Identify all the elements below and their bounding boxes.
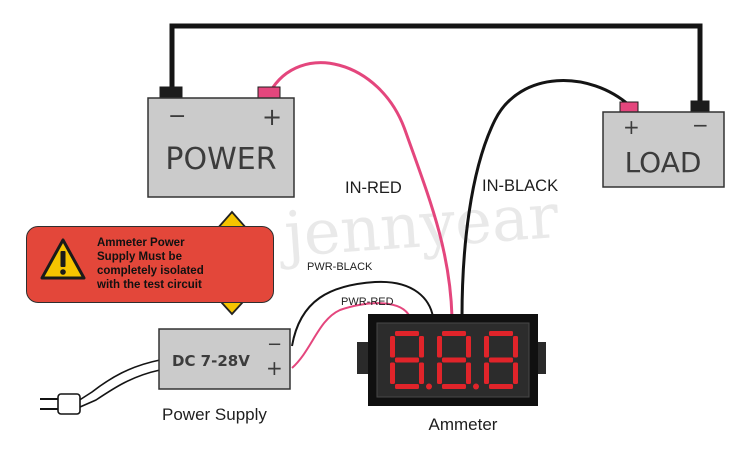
power-supply-minus-sign: − <box>267 334 282 355</box>
digit-3-segment <box>489 331 513 336</box>
digit-2-segment <box>442 357 466 363</box>
digit-2-segment <box>442 331 466 336</box>
in-black-label: IN-BLACK <box>482 177 558 195</box>
load-minus-sign: − <box>692 113 709 137</box>
pwr-red-wire <box>291 302 411 369</box>
power-minus-sign: − <box>168 104 186 129</box>
in-red-wire <box>268 61 454 318</box>
power-source: − + POWER <box>147 86 295 198</box>
digit-3-segment <box>489 384 513 389</box>
digit-1-segment <box>419 336 424 358</box>
ammeter: Ammeter <box>357 314 546 434</box>
plug-icon <box>40 393 81 415</box>
power-supply: DC 7-28V − + Power Supply <box>158 328 291 424</box>
top-black-wire <box>169 23 703 103</box>
load-plus-sign: + <box>623 115 640 139</box>
load-positive-terminal <box>619 101 639 113</box>
power-title: POWER <box>165 142 276 177</box>
digit-1-segment <box>419 362 424 384</box>
plug-cord-outer <box>77 359 161 402</box>
plug-cord-inner <box>79 369 161 408</box>
pwr-black-wire <box>291 280 434 347</box>
in-black-wire <box>460 79 632 318</box>
digit-1-segment <box>395 384 419 389</box>
power-plus-sign: + <box>262 103 282 131</box>
decimal-point <box>426 383 432 390</box>
power-box <box>147 97 295 198</box>
warning-triangle-icon <box>40 238 86 280</box>
pwr-red-label: PWR-RED <box>341 296 394 308</box>
ammeter-left-clip <box>357 342 369 374</box>
warning-line: Supply Must be <box>97 251 182 263</box>
decimal-point <box>473 383 479 390</box>
load-box <box>602 111 725 188</box>
isolation-warning: Ammeter Power Supply Must be completely … <box>26 226 274 303</box>
digit-2-segment <box>466 336 471 358</box>
warning-line: with the test circuit <box>97 279 202 291</box>
power-supply-box <box>158 328 291 390</box>
digit-2-segment <box>442 384 466 389</box>
digit-3-segment <box>489 357 513 363</box>
in-red-label: IN-RED <box>345 179 402 197</box>
digit-3-segment <box>484 336 489 358</box>
ammeter-caption: Ammeter <box>429 415 498 434</box>
ammeter-right-clip <box>536 342 546 374</box>
digit-1-segment <box>395 331 419 336</box>
power-supply-voltage: DC 7-28V <box>172 352 250 370</box>
warning-text: Ammeter Power Supply Must be completely … <box>97 236 217 292</box>
power-supply-plus-sign: + <box>266 356 283 380</box>
digit-1-segment <box>390 336 395 358</box>
digit-1-segment <box>395 357 419 363</box>
power-positive-terminal <box>257 86 281 99</box>
digit-2-segment <box>437 362 442 384</box>
digit-3-segment <box>484 362 489 384</box>
ammeter-seven-segment-display <box>390 331 518 390</box>
power-supply-caption: Power Supply <box>162 405 267 424</box>
pwr-black-label: PWR-BLACK <box>307 261 373 273</box>
digit-2-segment <box>466 362 471 384</box>
warning-line: completely isolated <box>97 265 204 277</box>
digit-2-segment <box>437 336 442 358</box>
digit-3-segment <box>513 362 518 384</box>
power-negative-terminal <box>159 86 183 99</box>
digit-1-segment <box>390 362 395 384</box>
load-negative-terminal <box>690 100 710 113</box>
load-title: LOAD <box>625 146 702 179</box>
warning-line: Ammeter Power <box>97 237 185 249</box>
digit-3-segment <box>513 336 518 358</box>
load: + − LOAD <box>602 100 725 188</box>
